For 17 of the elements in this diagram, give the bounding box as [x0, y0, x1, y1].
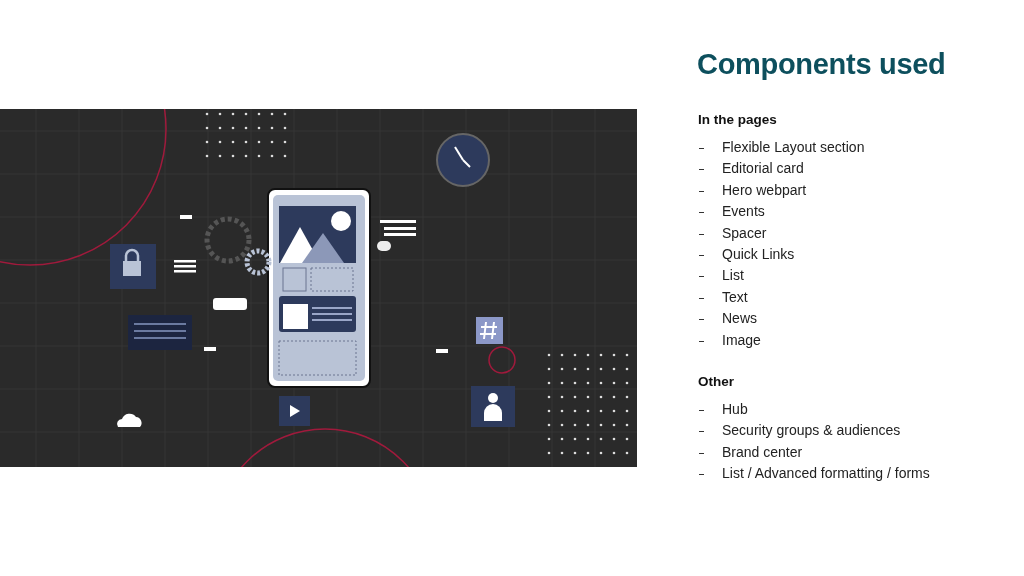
- list-item: Spacer: [722, 224, 767, 242]
- list-item: Security groups & audiences: [722, 422, 901, 440]
- section-heading: Other: [698, 373, 734, 390]
- list-item: List: [722, 267, 744, 285]
- list-item: News: [722, 310, 757, 328]
- list-item: List / Advanced formatting / forms: [722, 465, 930, 483]
- list-item: Quick Links: [722, 246, 795, 263]
- section-heading: In the pages: [698, 111, 777, 128]
- list-item: Editorial card: [722, 160, 804, 178]
- slide-title: Components used: [697, 48, 946, 81]
- list-item: Brand center: [722, 443, 803, 461]
- list-item: Hero webpart: [722, 181, 807, 199]
- list-item: Flexible Layout section: [722, 139, 865, 156]
- list-item: Hub: [722, 401, 748, 418]
- list-item: Events: [722, 203, 765, 221]
- list-item: Text: [722, 288, 748, 306]
- list-item: Image: [722, 331, 761, 349]
